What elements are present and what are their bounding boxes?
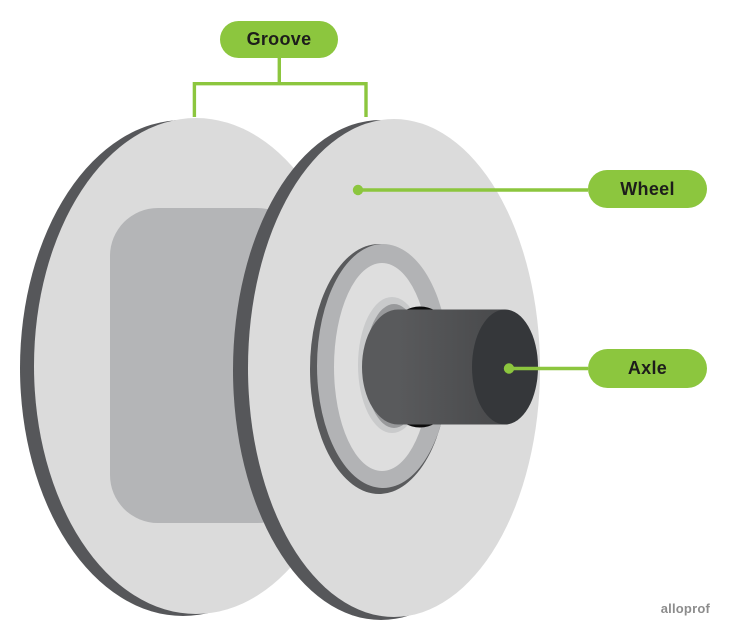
groove-callout-bracket — [192, 82, 368, 117]
axle-callout-dot — [503, 363, 515, 374]
axle-label-text: Axle — [627, 358, 668, 378]
wheel-label-text: Wheel — [620, 178, 675, 199]
wheel-label: Wheel — [588, 170, 707, 208]
axle-label: Axle — [588, 349, 707, 388]
groove-label: Groove — [220, 21, 338, 58]
groove-label-text: Groove — [246, 29, 312, 49]
callout-connectors — [192, 58, 588, 371]
alloprof-watermark: alloprof — [660, 601, 710, 616]
wheel-callout-dot — [352, 184, 364, 196]
